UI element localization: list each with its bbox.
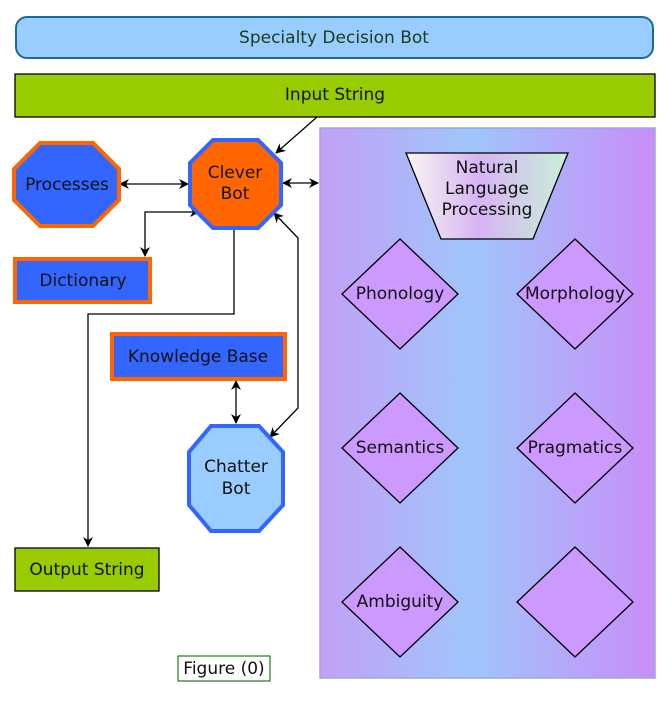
input-string-label: Input String (285, 85, 385, 105)
nlp-header-line-2: Language (445, 179, 529, 199)
edge-clever-bot-dictionary (140, 207, 200, 257)
dictionary-node: Dictionary (13, 257, 152, 304)
nlp-item-label: Semantics (356, 438, 445, 458)
nlp-header: Natural Language Processing (405, 152, 569, 240)
knowledge-base-label: Knowledge Base (128, 347, 268, 367)
input-string-box: Input String (14, 73, 656, 118)
clever-bot-node: Clever Bot (188, 138, 283, 230)
processes-label: Processes (25, 175, 109, 195)
edge-clever-bot-output (83, 227, 235, 547)
nlp-item-phonology: Phonology (341, 238, 459, 350)
nlp-panel: Natural Language Processing Phonology Mo… (319, 127, 656, 679)
knowledge-base-node: Knowledge Base (110, 332, 287, 381)
nlp-item-morphology: Morphology (516, 238, 634, 350)
nlp-item-empty (516, 546, 634, 658)
nlp-item-ambiguity: Ambiguity (341, 546, 459, 658)
nlp-item-label: Pragmatics (528, 438, 623, 458)
nlp-header-line-1: Natural (456, 158, 519, 178)
figure-caption: Figure (0) (177, 655, 271, 682)
title-text: Specialty Decision Bot (239, 28, 429, 48)
clever-bot-label-1: Clever (208, 163, 263, 183)
chatter-bot-label-2: Bot (222, 479, 251, 499)
chatter-bot-node: Chatter Bot (187, 424, 285, 533)
output-string-label: Output String (29, 560, 144, 580)
figure-caption-label: Figure (0) (183, 659, 264, 679)
nlp-item-label: Phonology (356, 284, 445, 304)
chatter-bot-label-1: Chatter (204, 457, 268, 477)
edge-clever-bot-chatter-bot (269, 212, 299, 438)
nlp-item-semantics: Semantics (341, 392, 459, 504)
edges (83, 116, 319, 547)
nlp-item-label: Morphology (525, 284, 625, 304)
processes-node: Processes (12, 141, 121, 228)
clever-bot-label-2: Bot (221, 184, 250, 204)
nlp-header-line-3: Processing (442, 200, 533, 220)
dictionary-label: Dictionary (39, 271, 126, 291)
nlp-item-label: Ambiguity (357, 592, 444, 612)
edge-input-to-clever-bot (275, 116, 318, 154)
output-string-box: Output String (14, 547, 160, 592)
title-bar: Specialty Decision Bot (15, 16, 654, 59)
nlp-item-pragmatics: Pragmatics (516, 392, 634, 504)
